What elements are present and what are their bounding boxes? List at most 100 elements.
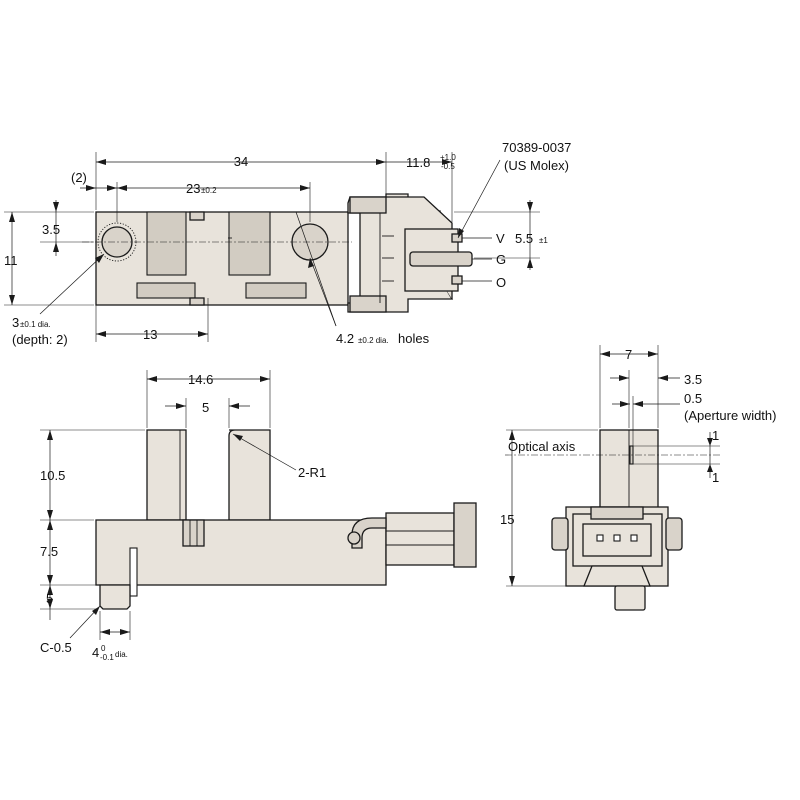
boss-dia-label: 4 (92, 645, 99, 660)
front-view: 14.6 5 2-R1 10.5 7.5 5 C-0.5 (40, 370, 477, 662)
optical-axis-label: Optical axis (508, 439, 576, 454)
leader-radius (232, 433, 297, 471)
arrow (47, 510, 53, 520)
connector-latch-front (351, 517, 387, 549)
arrow (47, 520, 53, 530)
arrow (458, 228, 464, 238)
connector-tol-lower: -0.5 (441, 162, 455, 171)
mount-holes-suffix: holes (398, 331, 430, 346)
arrow (9, 295, 15, 305)
arrow (442, 159, 452, 165)
left-offset-label: (2) (71, 170, 87, 185)
boss (99, 584, 131, 610)
total-height-label: 11 (4, 253, 18, 268)
arrow (96, 331, 106, 337)
center-rib (182, 519, 205, 547)
leader-mount-hole-2 (295, 211, 337, 327)
slot-gap-label: 5 (202, 400, 209, 415)
slot-left (146, 211, 187, 276)
arrow (86, 185, 96, 191)
arrow (633, 401, 643, 407)
pin-socket-3 (630, 534, 638, 542)
side-latch-right (665, 517, 683, 551)
arrow (229, 403, 239, 409)
arrow (619, 375, 629, 381)
side-height-label: 15 (500, 512, 514, 527)
aperture-offset-lower: 1 (712, 470, 719, 485)
leader-pin-hole (39, 253, 105, 315)
boss-dia-tol-lower: -0.1 (100, 653, 114, 662)
pin-v-mark (451, 233, 463, 243)
arrow (233, 434, 243, 441)
pin-socket-1 (596, 534, 604, 542)
aperture-caption: (Aperture width) (684, 408, 776, 423)
side-width-label: 7 (625, 347, 632, 362)
sensor-body-front (95, 519, 387, 586)
pin-g-label: G (496, 252, 506, 267)
boss-height-label: 5 (46, 591, 53, 606)
arrow (9, 212, 15, 222)
arm-left (146, 429, 187, 521)
arrow (53, 242, 59, 252)
arrow (376, 159, 386, 165)
arrow (648, 351, 658, 357)
connector-pin-block (409, 251, 473, 267)
boss-dia-tol-upper: 0 (101, 644, 106, 653)
pin-o-mark (451, 275, 463, 285)
connector-part-number: 70389-0037 (502, 140, 571, 155)
connector-key (590, 506, 644, 520)
tab-bottom (189, 297, 205, 306)
tab-top (189, 211, 205, 221)
leader-part-number (457, 159, 501, 239)
half-height-label: 3.5 (42, 222, 60, 237)
slot-right (228, 211, 271, 276)
arrow (92, 606, 100, 615)
connector-end (453, 502, 477, 568)
arrow (707, 464, 713, 472)
arrow (47, 575, 53, 585)
latch-pivot (347, 531, 361, 545)
arrow (509, 576, 515, 586)
pin-v-label: V (496, 231, 505, 246)
arrow (95, 254, 104, 263)
hole-spacing-label: 23 (186, 181, 200, 196)
arrow (600, 351, 610, 357)
boss-dia-suffix: dia. (115, 650, 128, 659)
arrow (100, 629, 110, 635)
pin-hole-label: 3 (12, 315, 19, 330)
side-half-width-label: 3.5 (684, 372, 702, 387)
arrow (120, 629, 130, 635)
arrow (527, 258, 533, 268)
connector-latch-bottom (349, 295, 387, 313)
body-height-label: 7.5 (40, 544, 58, 559)
arrow (300, 185, 310, 191)
arrow (53, 202, 59, 212)
arrow (176, 403, 186, 409)
side-boss (614, 585, 646, 611)
connector-extension-label: 11.8 (406, 155, 430, 170)
connector-vendor: (US Molex) (504, 158, 569, 173)
arrow (117, 185, 127, 191)
arrow (658, 375, 668, 381)
arrow (47, 430, 53, 440)
slot-outer-width-label: 14.6 (188, 372, 213, 387)
arrow (107, 185, 117, 191)
corner-radius-label: 2-R1 (298, 465, 326, 480)
pin-pitch-tol: ±1 (539, 236, 548, 245)
arrow (147, 376, 157, 382)
pin-socket-2 (613, 534, 621, 542)
side-base (583, 565, 651, 587)
arrow (260, 376, 270, 382)
arrow (620, 401, 630, 407)
side-latch-left (551, 517, 569, 551)
arm-height-label: 10.5 (40, 468, 65, 483)
arrow (527, 202, 533, 212)
mount-holes-tol: ±0.2 dia. (358, 336, 389, 345)
lower-slot-left (136, 282, 196, 299)
left-to-slot-label: 13 (143, 327, 157, 342)
aperture-offset-upper: 1 (712, 428, 719, 443)
pin-o-label: O (496, 275, 506, 290)
pin-pitch-label: 5.5 (515, 231, 533, 246)
